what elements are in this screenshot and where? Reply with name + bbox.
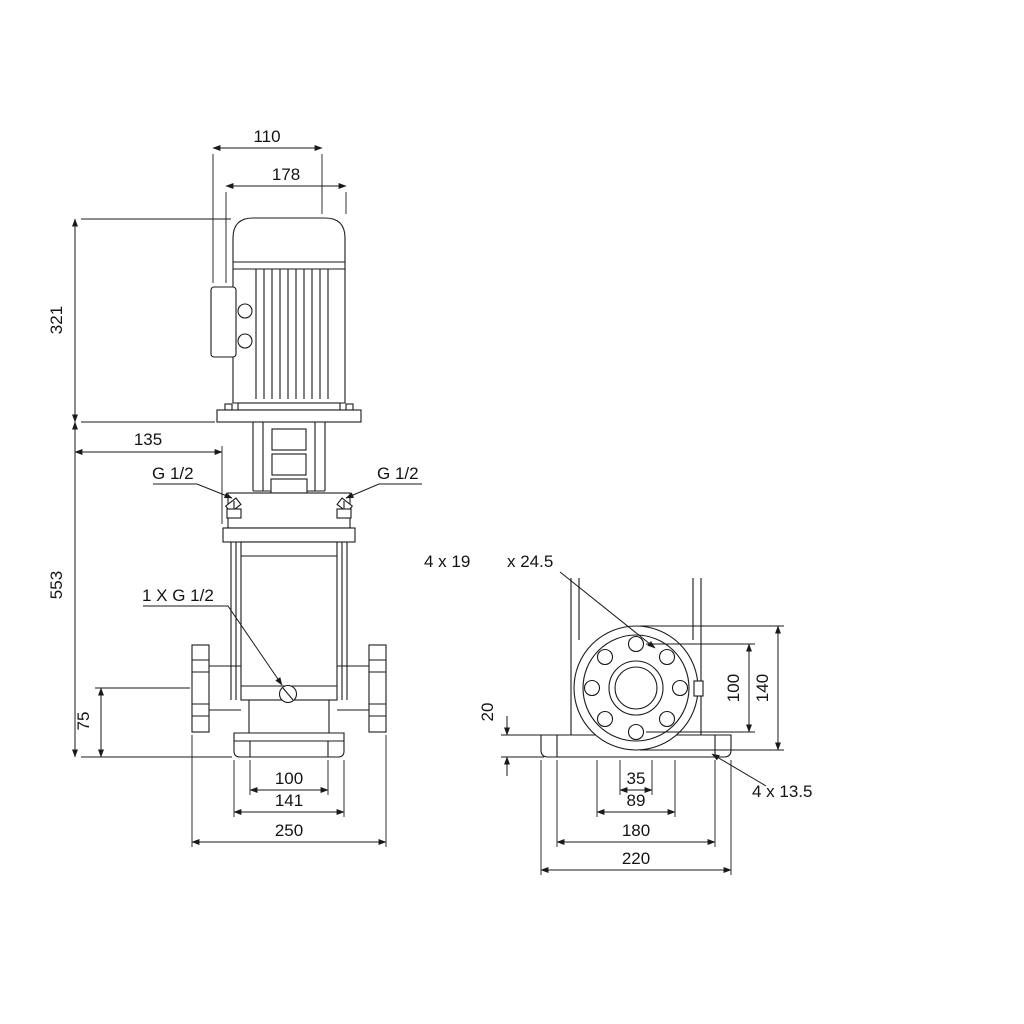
pump-base xyxy=(233,700,345,758)
dim-178-group: 178 xyxy=(225,165,347,283)
dim-140-label: 140 xyxy=(753,674,772,702)
flange-face xyxy=(573,625,704,751)
port-right-label: G 1/2 xyxy=(377,464,419,483)
pump-body-side xyxy=(570,578,702,737)
leader-drain xyxy=(143,605,283,686)
drain-plug xyxy=(278,684,298,704)
dim-89-label: 89 xyxy=(627,791,646,810)
motor-neck xyxy=(237,402,341,411)
dim-75-group: 75 xyxy=(74,687,190,758)
bolt-hole xyxy=(583,679,601,697)
dim-321-group: 321 xyxy=(47,218,231,423)
port-labels: G 1/2 G 1/2 1 X G 1/2 xyxy=(142,464,422,686)
dim-135-label: 135 xyxy=(134,430,162,449)
dim-20-group: 20 xyxy=(478,703,548,776)
flange-left xyxy=(191,644,210,733)
leader-port-right xyxy=(345,483,422,499)
dim-front-bottom-group: 100 141 250 xyxy=(191,735,387,847)
base-plate-hole-marks xyxy=(556,735,716,757)
dim-553-label: 553 xyxy=(47,571,66,599)
motor-foot-bolt-right xyxy=(345,403,354,411)
head-block xyxy=(227,492,351,529)
head-flange xyxy=(222,527,356,543)
front-view xyxy=(191,217,387,758)
dim-110-label: 110 xyxy=(253,127,280,146)
front-dimensions: 110 178 321 553 135 75 xyxy=(47,127,422,847)
pedestal xyxy=(248,700,330,733)
staybolts xyxy=(230,542,348,700)
dim-side-bottom-group: 35 89 180 220 xyxy=(540,760,732,875)
bolt-hole xyxy=(671,679,689,697)
dim-180-label: 180 xyxy=(622,821,650,840)
sleeve xyxy=(240,541,338,701)
dim-321-label: 321 xyxy=(47,306,66,334)
dim-135-group: 135 xyxy=(74,430,223,524)
pipe-stubs xyxy=(209,665,369,711)
bolt-hole xyxy=(658,710,676,728)
coupling-upper xyxy=(271,428,307,451)
bolt-hole xyxy=(627,723,645,741)
seal-housing xyxy=(270,478,308,494)
stud-nut-left xyxy=(226,508,242,519)
flange-raised-face xyxy=(582,634,690,742)
drain-label: 1 X G 1/2 xyxy=(142,586,214,605)
base-holes-label: 4 x 13.5 xyxy=(752,782,813,801)
dim-20-label: 20 xyxy=(478,703,497,722)
dim-553-group: 553 xyxy=(47,421,232,758)
coupling-lantern xyxy=(252,422,326,492)
motor-fins xyxy=(255,269,329,399)
chamber-stack xyxy=(230,541,348,701)
motor xyxy=(210,217,362,423)
base-foot xyxy=(233,732,345,758)
dim-100-side-group: 100 xyxy=(646,643,755,733)
bolt-hole xyxy=(658,648,676,666)
dim-140-group: 140 xyxy=(640,625,784,751)
stud-nut-right xyxy=(336,508,352,519)
bolt-hole xyxy=(627,635,645,653)
dim-100-side-label: 100 xyxy=(724,674,743,702)
dim-220-label: 220 xyxy=(622,849,650,868)
suction-discharge-flanges xyxy=(191,644,387,733)
dim-100-label: 100 xyxy=(275,769,303,788)
flange-holes-note-group: 4 x 19 x 24.5 xyxy=(424,552,656,649)
flange-side-tab xyxy=(693,680,704,697)
leader-flange-holes xyxy=(559,571,656,649)
flange-bolt-holes xyxy=(192,659,386,717)
pump-head xyxy=(222,478,356,543)
coupling-lower xyxy=(271,453,307,476)
port-left-label: G 1/2 xyxy=(152,464,194,483)
cable-entry-top xyxy=(237,303,253,319)
dim-178-label: 178 xyxy=(272,165,300,184)
flange-right xyxy=(368,644,387,733)
leader-port-left xyxy=(153,483,233,499)
flange-holes-label: 4 x 19 xyxy=(424,552,470,571)
dim-141-label: 141 xyxy=(275,791,303,810)
cable-entry-bottom xyxy=(237,333,253,349)
bolt-hole xyxy=(596,710,614,728)
dim-35-label: 35 xyxy=(627,769,646,788)
leader-base-holes xyxy=(711,753,767,787)
base-foot-details xyxy=(234,740,344,757)
flange-bore-inner xyxy=(614,666,658,710)
motor-flange xyxy=(216,409,362,423)
motor-body xyxy=(232,217,346,404)
side-dimensions: 4 x 19 x 24.5 20 100 140 35 89 180 xyxy=(424,552,813,875)
flange-counterbore-label: x 24.5 xyxy=(507,552,553,571)
motor-foot-bolt-left xyxy=(224,403,233,411)
dim-75-label: 75 xyxy=(74,712,93,731)
dim-110-group: 110 xyxy=(212,127,323,283)
terminal-box xyxy=(210,286,237,358)
dim-250-label: 250 xyxy=(275,821,303,840)
bolt-hole xyxy=(596,648,614,666)
side-view xyxy=(540,578,732,758)
fan-cover-line xyxy=(233,261,345,270)
base-holes-note-group: 4 x 13.5 xyxy=(711,753,813,801)
